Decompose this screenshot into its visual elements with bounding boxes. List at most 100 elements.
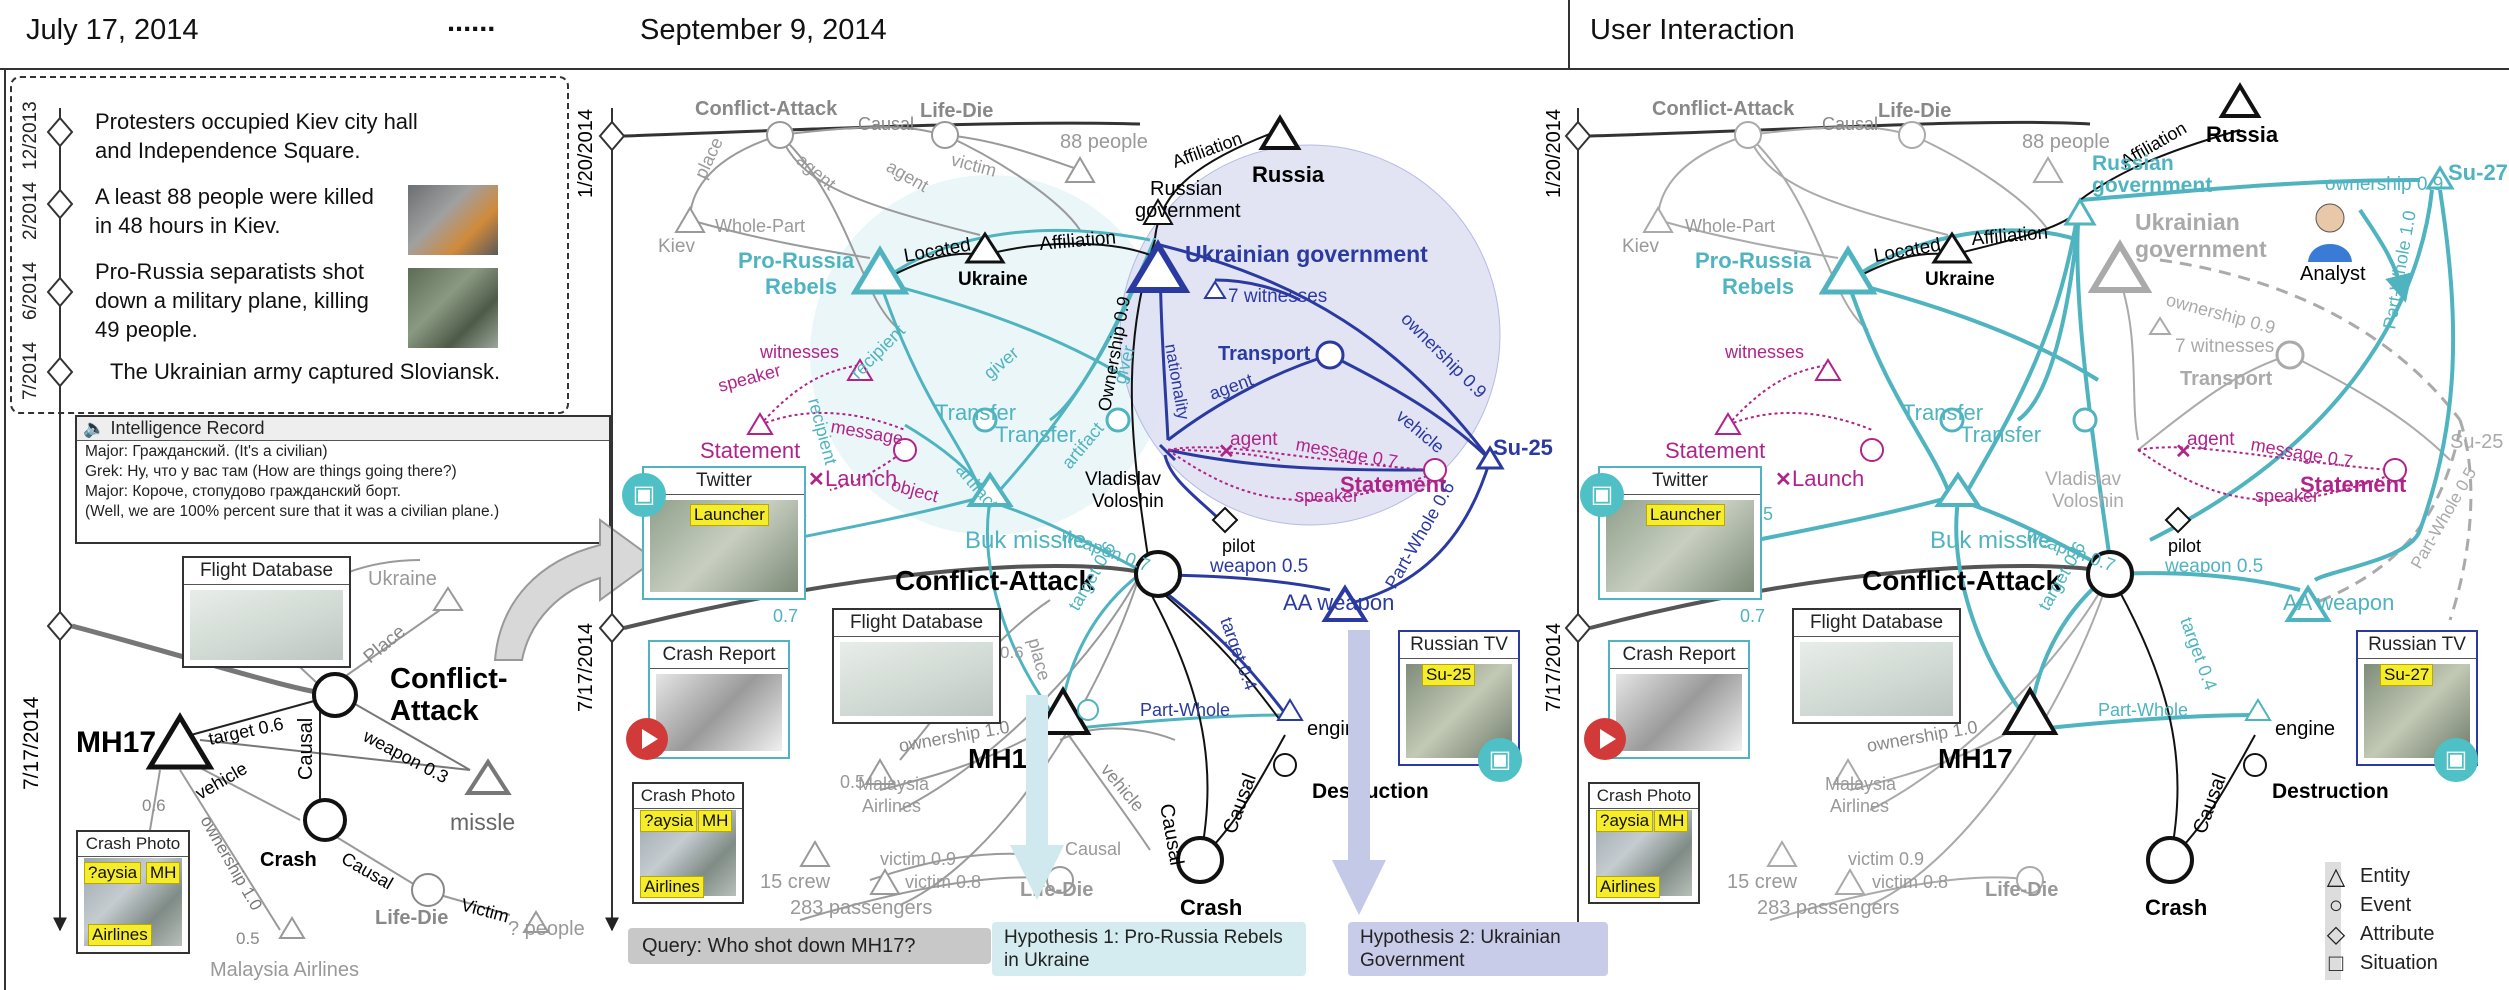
crash-photo-box-p3[interactable]: Crash Photo ?aysia MH Airlines: [1588, 782, 1700, 904]
p3-statement-2: Statement: [2300, 472, 2407, 497]
p3-ownership-09b: ownership 0.9: [2164, 290, 2277, 338]
p1-mh17: MH17: [76, 726, 156, 759]
p3-whole-part: Whole-Part: [1685, 216, 1775, 236]
legend-bar: [2325, 862, 2341, 980]
timeline-event-3: Pro-Russia separatists shot down a milit…: [95, 259, 369, 342]
flight-db-box-p3[interactable]: Flight Database: [1792, 608, 1961, 724]
p2-ukraine: Ukraine: [958, 269, 1028, 290]
highlight-airlines: Airlines: [88, 924, 152, 946]
crash-report-title: Crash Report: [650, 642, 788, 669]
highlight-aysia-2: ?aysia: [640, 810, 698, 832]
p2-witnesses: witnesses: [759, 342, 839, 362]
p2-w06: 0.6: [1000, 643, 1024, 662]
crash-photo-box-p2[interactable]: Crash Photo ?aysia MH Airlines: [632, 782, 744, 904]
legend: △Entity ○Event ◇Attribute □Situation: [2322, 862, 2507, 978]
p3-causal-top: Causal: [1822, 114, 1878, 134]
twitter-box-p3[interactable]: Twitter Launcher: [1598, 466, 1762, 600]
intel-line-1: Major: Гражданский. (It's a civilian): [85, 443, 328, 460]
p3-conflict-attack: Conflict-Attack: [1862, 565, 2062, 596]
p2-283-passengers: 283 passengers: [790, 897, 932, 919]
panel3-date-1: 1/20/2014: [1543, 109, 1565, 198]
crash-photo-title-3: Crash Photo: [1590, 784, 1698, 809]
twitter-box-p2[interactable]: Twitter Launcher: [642, 466, 806, 600]
crash-report-box-p2[interactable]: Crash Report: [648, 640, 790, 759]
p2-launch: Launch: [825, 466, 897, 491]
p1-weapon: weapon 0.3: [359, 725, 451, 787]
triangle-icon: △: [2326, 863, 2346, 890]
p2-speaker: speaker: [716, 360, 783, 396]
play-video-icon-3[interactable]: [1584, 718, 1626, 760]
image-icon-3[interactable]: ▣: [1580, 473, 1624, 517]
image-icon[interactable]: ▣: [622, 473, 666, 517]
p3-conflict-attack-top: Conflict-Attack: [1652, 98, 1795, 120]
p2-russia: Russia: [1252, 162, 1325, 187]
left-border: [4, 68, 6, 990]
svg-text:✕: ✕: [1775, 469, 1792, 491]
p3-life-die-top: Life-Die: [1878, 100, 1951, 122]
legend-event: ○Event: [2322, 891, 2507, 920]
crash-photo-box-p1[interactable]: Crash Photo ?aysia MH Airlines: [76, 830, 190, 954]
p2-crash: Crash: [1180, 895, 1242, 920]
image-icon-4[interactable]: ▣: [2434, 738, 2478, 782]
legend-situation-label: Situation: [2360, 952, 2438, 974]
p3-crash: Crash: [2145, 895, 2207, 920]
p2-transfer-2: Transfer: [995, 422, 1076, 447]
image-icon-2[interactable]: ▣: [1478, 738, 1522, 782]
query-pill[interactable]: Query: Who shot down MH17?: [628, 928, 991, 964]
p3-life-die-2: Life-Die: [1985, 879, 2058, 901]
date-start: July 17, 2014: [26, 14, 199, 46]
p2-w07: 0.7: [773, 606, 798, 626]
event-timeline-panel: [10, 76, 569, 414]
panel2-graph: ✕ ✕: [674, 114, 1505, 921]
p2-kiev: Kiev: [658, 236, 695, 257]
p2-target-04: target 0.4: [1216, 615, 1261, 693]
big-transition-arrow: [493, 518, 657, 661]
user-interaction-title: User Interaction: [1590, 14, 1795, 46]
p3-kiev: Kiev: [1622, 236, 1659, 257]
russian-tv-title: Russian TV: [1400, 632, 1518, 659]
svg-text:✕: ✕: [1218, 441, 1235, 463]
highlight-aysia-3: ?aysia: [1596, 810, 1654, 832]
highlight-launcher-3: Launcher: [1646, 504, 1725, 526]
p3-283-passengers: 283 passengers: [1757, 897, 1899, 919]
flight-db-title-2: Flight Database: [834, 610, 999, 637]
analyst-head-icon: [2315, 203, 2345, 233]
date-end: September 9, 2014: [640, 14, 887, 46]
highlight-mh: MH: [146, 862, 181, 884]
p3-w07: 0.7: [1740, 606, 1765, 626]
flight-db-box-p2[interactable]: Flight Database: [832, 608, 1001, 724]
crash-report-box-p3[interactable]: Crash Report: [1608, 640, 1750, 759]
crash-report-thumb: [656, 674, 782, 751]
svg-text:✕: ✕: [2175, 441, 2192, 463]
p1-victim: Victim: [459, 895, 511, 927]
p2-88-people: 88 people: [1060, 131, 1148, 153]
p2-transfer-1: Transfer: [935, 400, 1016, 425]
p2-transport: Transport: [1218, 343, 1311, 365]
panel3-graph: ✕ ✕: [1642, 82, 2473, 921]
map-thumbnail-2: [840, 642, 993, 716]
play-video-icon[interactable]: [626, 718, 668, 760]
hypothesis2-pill[interactable]: Hypothesis 2: Ukrainian Government: [1348, 922, 1608, 976]
p2-vehicle: vehicle: [1097, 760, 1148, 816]
p2-place: place: [690, 134, 726, 181]
p3-pilot: pilot: [2168, 536, 2201, 556]
p1-place: Place: [360, 621, 410, 668]
hypothesis1-pill[interactable]: Hypothesis 1: Pro-Russia Rebels in Ukrai…: [992, 922, 1306, 976]
p3-15-crew: 15 crew: [1727, 871, 1798, 893]
legend-entity: △Entity: [2322, 862, 2507, 891]
p2-buk-missile: Buk missile: [965, 527, 1086, 554]
intelligence-record[interactable]: 🔈 Intelligence Record Major: Гражданский…: [75, 415, 611, 544]
p3-victim-08: victim 0.8: [1872, 872, 1948, 892]
flight-db-title-3: Flight Database: [1794, 610, 1959, 637]
p3-causal-2: Causal: [2189, 771, 2231, 837]
p2-aa-weapon: AA weapon: [1283, 590, 1394, 615]
p3-russia: Russia: [2206, 122, 2279, 147]
p2-victim-08: victim 0.8: [905, 872, 981, 892]
highlight-aysia: ?aysia: [84, 862, 142, 884]
legend-attribute-label: Attribute: [2360, 923, 2435, 945]
flight-db-box-p1[interactable]: Flight Database: [182, 556, 351, 668]
header-divider: [1568, 0, 1570, 68]
